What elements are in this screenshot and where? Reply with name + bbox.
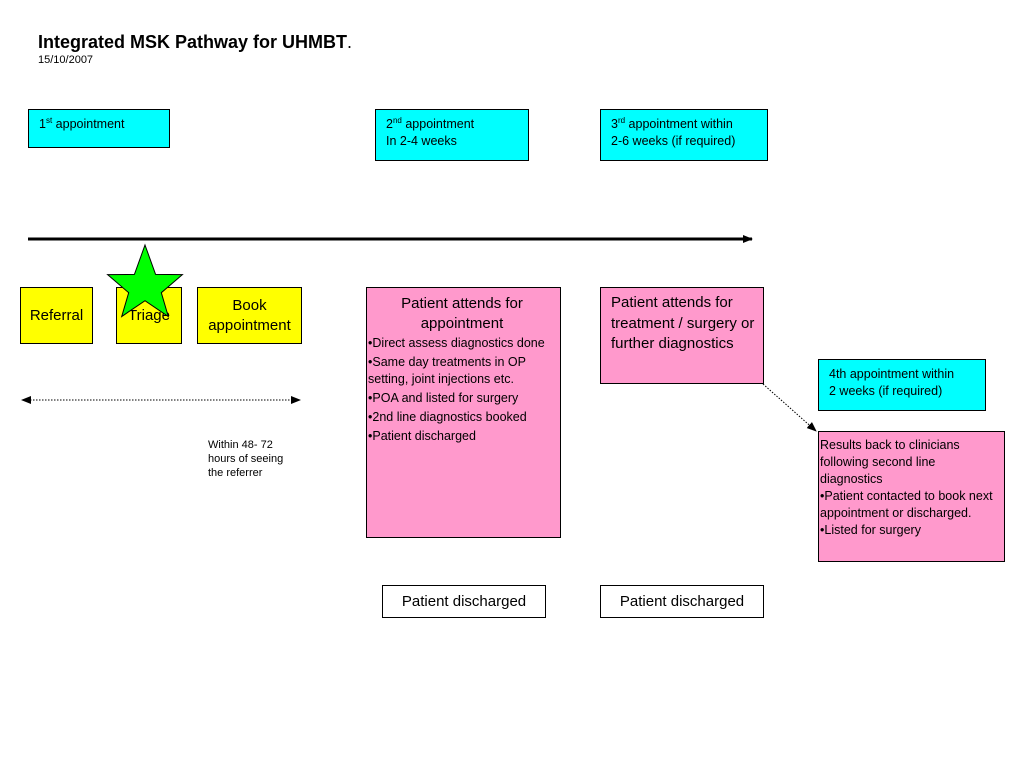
attend-appointment-box: Patient attends for appointment Direct a… xyxy=(366,287,561,538)
list-item: 2nd line diagnostics booked xyxy=(368,409,556,426)
treatment-box: Patient attends for treatment / surgery … xyxy=(600,287,764,384)
third-appointment-timing: 2-6 weeks (if required) xyxy=(611,134,736,148)
first-appointment-box: 1st appointment xyxy=(28,109,170,148)
discharged-box-right: Patient discharged xyxy=(600,585,764,618)
list-item: Listed for surgery xyxy=(820,522,1000,539)
fourth-appointment-label: 4th appointment within xyxy=(829,367,955,381)
fourth-appointment-timing: 2 weeks (if required) xyxy=(829,384,943,398)
attend-appointment-list: Direct assess diagnostics done Same day … xyxy=(368,335,556,445)
list-item: Patient discharged xyxy=(368,428,556,445)
list-item: Same day treatments in OP setting, joint… xyxy=(368,354,556,388)
list-item: Patient contacted to book next appointme… xyxy=(820,488,1000,522)
list-item: POA and listed for surgery xyxy=(368,390,556,407)
discharged-left-label: Patient discharged xyxy=(401,593,527,610)
third-appointment-num: 3 xyxy=(611,117,618,131)
book-appointment-box: Book appointment xyxy=(197,287,302,344)
results-intro: Results back to clinicians following sec… xyxy=(820,438,960,486)
second-appointment-sup: nd xyxy=(392,115,402,125)
page-title: Integrated MSK Pathway for UHMBT. xyxy=(38,32,352,53)
timing-note: Within 48- 72 hours of seeing the referr… xyxy=(208,439,284,479)
third-appointment-label: appointment within xyxy=(625,117,733,131)
fourth-appointment-box: 4th appointment within 2 weeks (if requi… xyxy=(818,359,986,411)
results-list: Patient contacted to book next appointme… xyxy=(820,488,1000,539)
discharged-box-left: Patient discharged xyxy=(382,585,546,618)
second-appointment-num: 2 xyxy=(386,117,393,131)
second-appointment-timing: In 2-4 weeks xyxy=(386,134,457,148)
triage-box: Triage xyxy=(116,287,182,344)
page-date: 15/10/2007 xyxy=(38,54,94,66)
second-appointment-box: 2nd appointment In 2-4 weeks xyxy=(375,109,529,161)
star-icon xyxy=(106,243,184,318)
results-box: Results back to clinicians following sec… xyxy=(818,431,1005,562)
first-appointment-sup: st xyxy=(45,115,53,125)
third-appointment-box: 3rd appointment within 2-6 weeks (if req… xyxy=(600,109,768,161)
referral-box: Referral xyxy=(20,287,93,344)
third-appointment-sup: rd xyxy=(617,115,626,125)
title-suffix: . xyxy=(347,32,353,52)
first-appointment-label: appointment xyxy=(52,117,125,131)
first-appointment-num: 1 xyxy=(39,117,46,131)
book-appointment-label: Book appointment xyxy=(208,296,291,334)
referral-label: Referral xyxy=(29,306,84,324)
title-text: Integrated MSK Pathway for UHMBT xyxy=(38,32,348,52)
discharged-right-label: Patient discharged xyxy=(619,593,745,610)
list-item: Direct assess diagnostics done xyxy=(368,335,556,352)
attend-appointment-title: Patient attends for appointment xyxy=(401,295,523,332)
second-appointment-label: appointment xyxy=(401,117,475,131)
